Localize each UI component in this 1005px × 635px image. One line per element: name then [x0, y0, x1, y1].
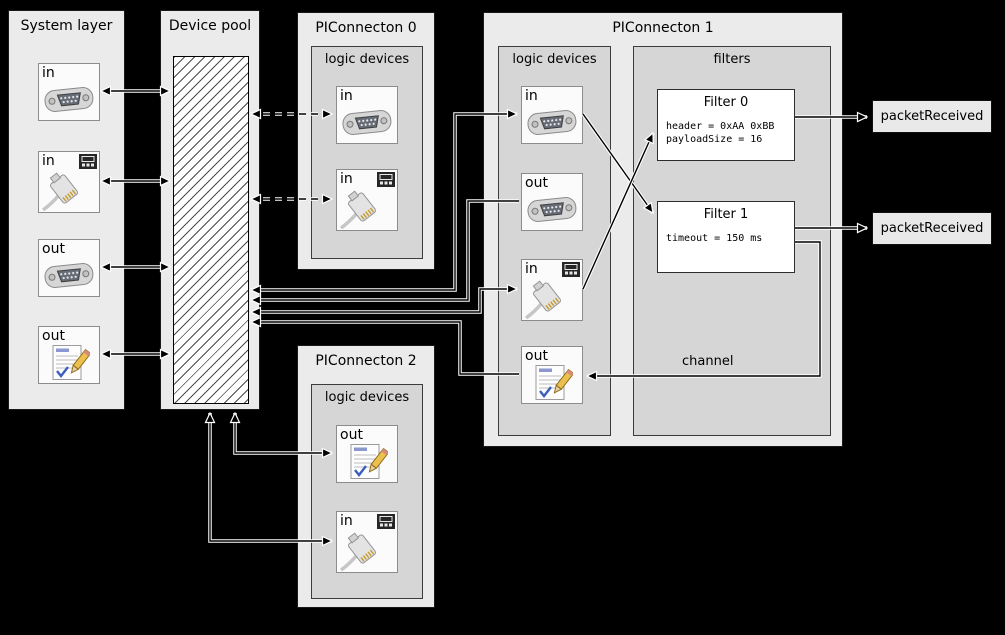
document-icon — [346, 443, 388, 481]
serial-port-icon — [339, 105, 395, 141]
filter-1-param: timeout = 150 ms — [666, 233, 763, 244]
piconnecton-2-title: PIConnecton 2 — [315, 353, 417, 369]
piconnecton-1-title: PIConnecton 1 — [612, 20, 714, 36]
piconnecton-1-panel: PIConnecton 1 logic devices filters in o… — [483, 12, 843, 447]
device-pool-panel: Device pool — [160, 10, 260, 410]
system-device-out-serial: out — [38, 239, 100, 297]
logic-devices-label: logic devices — [324, 390, 410, 405]
system-device-out-document: out — [38, 326, 100, 384]
serial-port-icon — [41, 258, 97, 294]
serial-port-icon — [524, 105, 580, 141]
logic-devices-label: logic devices — [324, 52, 410, 67]
channel-label: channel — [682, 354, 734, 369]
network-port-icon — [377, 172, 395, 187]
piconnecton1-device-out-document: out — [521, 346, 583, 404]
device-label: in — [340, 513, 353, 529]
packet-received-label: packetReceived — [880, 221, 984, 236]
serial-port-icon — [524, 192, 580, 228]
system-device-in-ethernet: in — [38, 151, 100, 213]
piconnecton-0-panel: PIConnecton 0 logic devices in in — [297, 12, 435, 270]
ethernet-plug-icon — [523, 279, 567, 319]
filters-label: filters — [713, 52, 751, 67]
device-pool-hatched-area — [173, 56, 249, 404]
wire-pool-pic1-in-ethernet — [251, 289, 517, 312]
device-label: in — [340, 171, 353, 187]
device-label: in — [42, 153, 55, 169]
piconnecton-0-title: PIConnecton 0 — [315, 20, 417, 36]
device-label: out — [42, 241, 65, 257]
device-label: out — [525, 348, 548, 364]
system-device-in-serial: in — [38, 63, 100, 121]
ethernet-plug-icon — [338, 531, 382, 571]
filter-0-box: Filter 0 header = 0xAA 0xBB payloadSize … — [657, 89, 795, 161]
device-label: out — [525, 175, 548, 191]
piconnecton0-device-in-serial: in — [336, 86, 398, 144]
ethernet-plug-icon — [40, 171, 84, 211]
piconnecton2-device-out-document: out — [336, 425, 398, 483]
device-label: in — [525, 261, 538, 277]
ethernet-plug-icon — [338, 189, 382, 229]
network-port-icon — [562, 262, 580, 277]
piconnecton1-device-out-serial: out — [521, 173, 583, 231]
filter-1-param — [658, 244, 794, 246]
filter-1-box: Filter 1 timeout = 150 ms — [657, 201, 795, 273]
document-icon — [48, 344, 90, 382]
piconnecton0-device-in-ethernet: in — [336, 169, 398, 231]
network-port-icon — [79, 154, 97, 169]
system-layer-panel: System layer in in out out — [8, 10, 125, 410]
device-pool-title: Device pool — [168, 18, 252, 34]
device-label: out — [340, 427, 363, 443]
device-label: in — [340, 88, 353, 104]
serial-port-icon — [41, 82, 97, 118]
device-label: out — [42, 328, 65, 344]
filter-0-param: payloadSize = 16 — [666, 134, 763, 145]
packet-received-label: packetReceived — [880, 109, 984, 124]
filter-0-param: header = 0xAA 0xBB — [666, 121, 775, 132]
filter-1-title: Filter 1 — [703, 207, 749, 222]
piconnecton1-device-in-serial: in — [521, 86, 583, 144]
packet-received-box-0: packetReceived — [872, 100, 992, 133]
packet-received-box-1: packetReceived — [872, 212, 992, 245]
device-label: in — [42, 65, 55, 81]
logic-devices-label: logic devices — [512, 52, 597, 67]
piconnecton2-device-in-ethernet: in — [336, 511, 398, 573]
filter-0-title: Filter 0 — [703, 95, 749, 110]
piconnecton1-device-in-ethernet: in — [521, 259, 583, 321]
network-port-icon — [377, 514, 395, 529]
document-icon — [531, 364, 573, 402]
device-label: in — [525, 88, 538, 104]
system-layer-title: System layer — [20, 18, 113, 34]
piconnecton-2-panel: PIConnecton 2 logic devices out in — [297, 345, 435, 608]
